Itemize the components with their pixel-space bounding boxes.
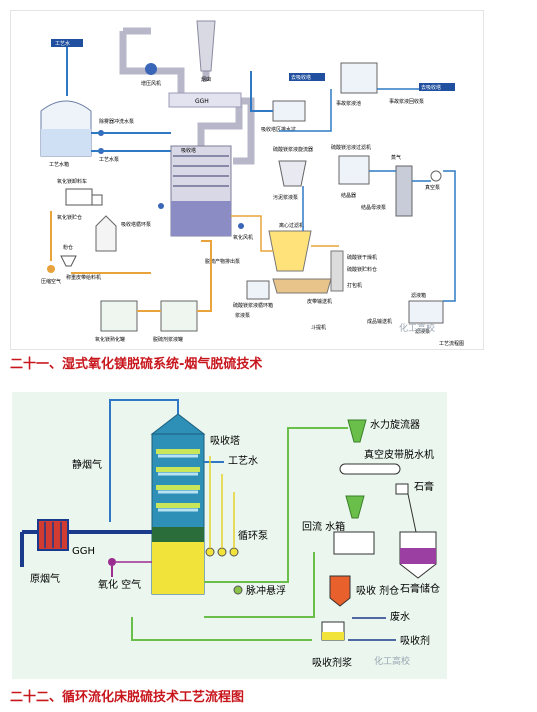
accident-tank-label: 事故浆液池 <box>336 100 361 107</box>
circulation-pump-label: 循环泵 <box>238 529 268 542</box>
legend-label: 工艺流程图 <box>439 340 464 347</box>
caption-bottom: 二十二、循环流化床脱硫技术工艺流程图 <box>10 690 245 705</box>
dryer-label: 硫酸镁干燥机 <box>347 254 377 261</box>
mgo-flow-diagram: 烟囱 增压风机 GGH 工艺水 工艺水箱 除雾器冲洗水泵 工艺水泵 吸收塔 吸收… <box>10 10 484 350</box>
absorber-label: 吸收塔 <box>210 434 240 447</box>
feeder-label: 称重皮带给料机 <box>66 274 101 281</box>
conveyor-label: 皮带输送机 <box>307 298 332 305</box>
to-absorber-label: 去吸收塔 <box>291 74 311 81</box>
mgo-silo-label: 氧化镁贮仓 <box>57 214 82 221</box>
absorber-label: 吸收塔 <box>181 147 196 154</box>
absorbent-slurry-label: 吸收剂浆 <box>312 656 352 669</box>
mgso4-silo-label: 硫酸镁贮料仓 <box>347 266 377 273</box>
clean-flue-gas-label: 静烟气 <box>72 458 102 471</box>
mgo-digestion-tank-label: 氧化镁熟化罐 <box>95 336 125 343</box>
pulse-suspension-label: 脉冲悬浮 <box>246 584 286 597</box>
circulation-tank-label: 硫酸镁浆液循环箱 <box>233 302 273 309</box>
air-compressor-label: 压缩空气 <box>41 278 61 285</box>
process-water-label: 工艺水 <box>228 455 258 467</box>
oxidation-air-label: 氧化 空气 <box>98 578 141 591</box>
ggh-label: GGH <box>72 546 95 557</box>
cfb-flow-diagram: 吸收塔 工艺水 静烟气 GGH 原烟气 氧化 空气 循环泵 脉冲悬浮 水力旋流器 <box>12 392 447 679</box>
hoist-label: 斗提机 <box>311 324 326 331</box>
cyclone-slurry-tank-label: 污泥浆液泵 <box>273 194 298 201</box>
centrifuge-label: 离心过滤机 <box>279 222 304 229</box>
caption-top: 二十一、湿式氧化镁脱硫系统-烟气脱硫技术 <box>10 357 263 372</box>
booster-fan-label: 增压风机 <box>141 80 161 87</box>
demister-wash-pump-label: 除雾器冲洗水泵 <box>99 118 134 125</box>
process-water-tank-label: 工艺水箱 <box>49 161 69 168</box>
slurry-circulation-pump-label: 吸收塔循环泵 <box>121 221 151 228</box>
return-tank-label: 回流 水箱 <box>302 520 345 533</box>
chimney-label: 烟囱 <box>201 76 211 83</box>
process-water-pump-label: 工艺水泵 <box>99 156 119 163</box>
ggh-label: GGH <box>195 98 209 105</box>
vacuum-pump-label: 真空泵 <box>425 184 440 191</box>
filter-label: 硫酸镁溶液过滤机 <box>331 144 371 151</box>
steam-label: 蒸气 <box>391 154 401 161</box>
powder-bin-label: 粉仓 <box>63 244 73 251</box>
oxidation-fan-label: 氧化风机 <box>233 234 253 241</box>
filtrate-pump-label: 滤液泵 <box>415 328 430 335</box>
absorbent-label: 吸收剂 <box>400 634 430 647</box>
waste-water-label: 废水 <box>390 610 410 623</box>
back-to-absorber-label: 去吸收塔 <box>421 84 441 91</box>
raw-flue-gas-label: 原烟气 <box>30 572 60 585</box>
vacuum-belt-label: 真空皮带脱水机 <box>364 448 434 461</box>
absorber-area-pit-label: 吸收塔区排水坑 <box>261 126 296 133</box>
gypsum-silo-label: 石膏储仓 <box>400 582 440 595</box>
watermark-bottom: 化工高校 <box>374 655 410 667</box>
filtrate-tank-label: 滤液箱 <box>411 292 426 299</box>
crystallizer-label: 结晶器 <box>341 192 356 199</box>
slurry-tank-label: 脱硫剂浆液罐 <box>153 336 183 343</box>
circulation-tank-pump-label: 浆液泵 <box>235 312 250 319</box>
accident-slurry-pump2-label: 事故浆液回收泵 <box>389 98 424 105</box>
absorbent-silo-label: 吸收 剂仓 <box>356 584 399 597</box>
watermark-top: 化工高校 <box>399 322 435 334</box>
thickener-pump-label: 结晶母液泵 <box>361 204 386 211</box>
mgo-bulk-truck-label: 氧化镁卸料车 <box>57 178 87 185</box>
finished-bags-label: 成品输送机 <box>367 318 392 325</box>
hydrocyclone-label: 水力旋流器 <box>370 418 420 431</box>
packer-label: 打包机 <box>347 282 362 289</box>
hydrocyclone-label: 硫酸镁浆液旋流器 <box>273 146 313 153</box>
process-water-label: 工艺水 <box>55 40 70 47</box>
gypsum-label: 石膏 <box>414 480 434 493</box>
slurry-discharge-pump-label: 脱硫产物排出泵 <box>205 258 240 265</box>
